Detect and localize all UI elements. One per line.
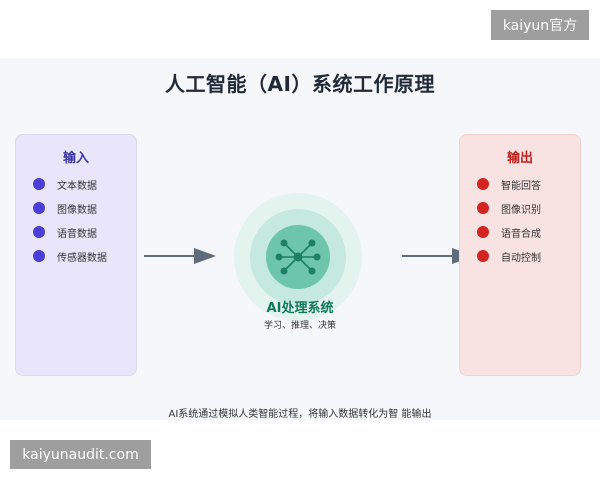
bullet-icon (477, 202, 489, 214)
bullet-icon (477, 226, 489, 238)
bullet-icon (33, 202, 45, 214)
input-item: 图像数据 (33, 201, 97, 216)
diagram-title: 人工智能（AI）系统工作原理 (165, 72, 435, 96)
output-item-label: 图像识别 (501, 204, 541, 216)
arrow-right-icon (144, 248, 216, 264)
input-item: 传感器数据 (33, 249, 107, 264)
input-item-label: 传感器数据 (57, 252, 107, 264)
output-item-label: 自动控制 (501, 252, 541, 264)
network-hub-icon (275, 239, 321, 275)
output-panel: 输出 智能回答 图像识别 语音合成 自动控制 (459, 134, 581, 376)
ai-core (234, 193, 362, 321)
input-item-label: 文本数据 (57, 180, 97, 192)
output-item-label: 智能回答 (501, 180, 541, 192)
bullet-icon (33, 226, 45, 238)
input-item: 文本数据 (33, 177, 97, 192)
output-item: 语音合成 (477, 225, 541, 240)
bullet-icon (477, 178, 489, 190)
input-panel: 输入 文本数据 图像数据 语音数据 传感器数据 (15, 134, 137, 376)
input-item-label: 语音数据 (57, 228, 97, 240)
output-item: 智能回答 (477, 177, 541, 192)
diagram-caption: AI系统通过模拟人类智能过程，将输入数据转化为智 能输出 (168, 409, 432, 420)
output-item: 图像识别 (477, 201, 541, 216)
watermark-top: kaiyun官方 (491, 10, 589, 40)
bullet-icon (33, 178, 45, 190)
input-item-label: 图像数据 (57, 204, 97, 216)
input-panel-title: 输入 (62, 151, 89, 166)
watermark-bottom: kaiyunaudit.com (10, 440, 151, 469)
input-item: 语音数据 (33, 225, 97, 240)
bullet-icon (33, 250, 45, 262)
output-item: 自动控制 (477, 249, 541, 264)
output-item-label: 语音合成 (501, 228, 541, 240)
output-panel-title: 输出 (506, 151, 533, 166)
core-subtitle: 学习、推理、决策 (263, 321, 336, 331)
core-title: AI处理系统 (266, 301, 334, 316)
bullet-icon (477, 250, 489, 262)
